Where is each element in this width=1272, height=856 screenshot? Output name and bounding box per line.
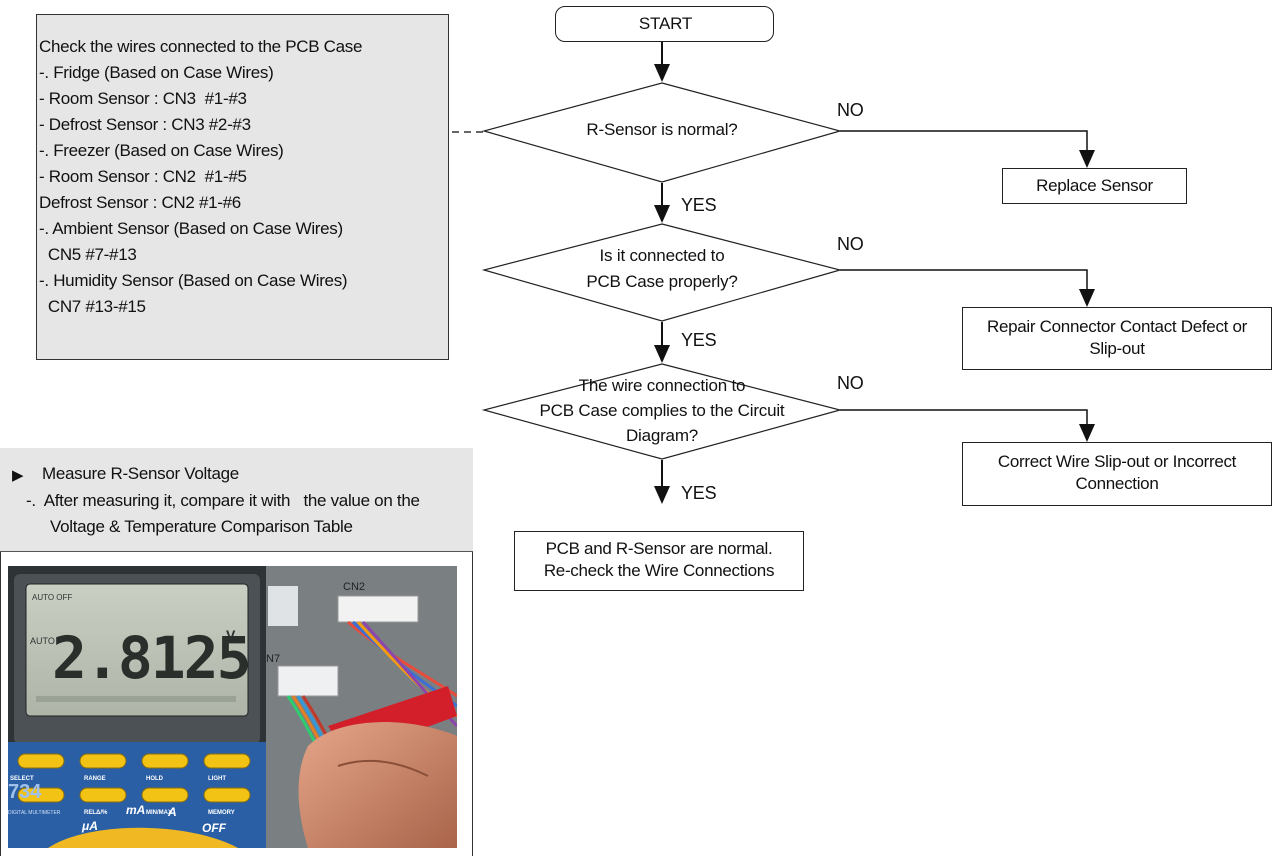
yes-label: YES [681,483,717,503]
button-label: RELΔ/% [84,810,108,816]
wire-check-line: -. Ambient Sensor (Based on Case Wires) [39,219,343,238]
start-terminal: START [555,6,774,42]
no-label: NO [837,234,864,254]
yes-label: YES [681,195,717,215]
no-label: NO [837,373,864,393]
wire-check-line: - Defrost Sensor : CN3 #2-#3 [39,115,251,134]
yes-label: YES [681,330,717,350]
start-label: START [638,14,693,33]
meter-model: 734 [8,781,42,803]
replace-sensor-box: Replace Sensor [1002,168,1187,204]
meter-brand: DIGITAL MULTIMETER [8,810,61,816]
bullet-icon: ▶ [12,467,24,484]
lcd-auto: AUTO [30,636,55,646]
multimeter-photo: CN2 N7 AUTO OFF AUTO 2.8125 V [8,566,457,848]
button-label: SELECT [10,776,34,782]
no-branches [840,130,1088,427]
wire-check-line: CN5 #7-#13 [39,245,137,264]
connector-label: CN2 [343,581,365,593]
button-label: HOLD [146,776,164,782]
decision-3-text: PCB Case complies to the Circuit [539,401,785,420]
multimeter-photo-graphic: CN2 N7 AUTO OFF AUTO 2.8125 V [8,566,457,848]
correct-wire-box: Correct Wire Slip-out or Incorrect Conne… [962,442,1272,506]
wire-check-line: -. Humidity Sensor (Based on Case Wires) [39,271,348,290]
connector-label: N7 [266,653,280,665]
replace-sensor-text: Replace Sensor [1036,176,1153,195]
button-label: MEMORY [208,810,235,816]
button-label: RANGE [84,776,106,782]
decision-diamond [481,363,843,460]
repair-connector-box: Repair Connector Contact Defect or Slip-… [962,307,1272,370]
wire-check-title: Check the wires connected to the PCB Cas… [39,37,363,56]
dial-label: μA [81,819,98,833]
button-label: LIGHT [208,776,226,782]
dial-label: mA [126,803,145,817]
dial-label: A [167,805,177,819]
lcd-reading: 2.8125 [52,624,250,692]
normal-result-text: Re-check the Wire Connections [543,561,775,580]
decision-1-text: R-Sensor is normal? [586,120,738,139]
wire-check-line: CN7 #13-#15 [39,297,146,316]
normal-result-text: PCB and R-Sensor are normal. [545,539,773,558]
measure-header: ▶ Measure R-Sensor Voltage -. After meas… [0,448,473,552]
repair-connector-text: Repair Connector Contact Defect or [986,317,1248,336]
correct-wire-text: Correct Wire Slip-out or Incorrect [997,452,1237,471]
wire-check-line: -. Fridge (Based on Case Wires) [39,63,274,82]
decision-3-text: The wire connection to [578,376,746,395]
normal-result-box: PCB and R-Sensor are normal. Re-check th… [514,531,804,591]
repair-connector-text: Slip-out [1089,339,1145,358]
decision-2-text: PCB Case properly? [586,272,738,291]
decision-diamond [481,223,843,322]
measure-instruction: -. After measuring it, compare it with t… [26,491,420,510]
flow-arrows [654,42,670,504]
correct-wire-text: Connection [1075,474,1159,493]
no-label: NO [837,100,864,120]
decision-3-text: Diagram? [625,426,699,445]
lcd-auto-off: AUTO OFF [32,593,72,602]
wire-check-line: Defrost Sensor : CN2 #1-#6 [39,193,241,212]
dial-label: OFF [202,821,227,835]
measure-instruction: Voltage & Temperature Comparison Table [50,517,353,536]
lcd-unit: V [226,627,236,643]
decision-2-text: Is it connected to [599,246,725,265]
wire-check-line: - Room Sensor : CN2 #1-#5 [39,167,247,186]
wire-check-line: - Room Sensor : CN3 #1-#3 [39,89,247,108]
measure-title: Measure R-Sensor Voltage [42,464,239,483]
wire-check-line: -. Freezer (Based on Case Wires) [39,141,284,160]
decision-diamond [481,82,843,183]
button-label: MIN/MAX [146,810,172,816]
wire-check-box: Check the wires connected to the PCB Cas… [36,14,449,360]
